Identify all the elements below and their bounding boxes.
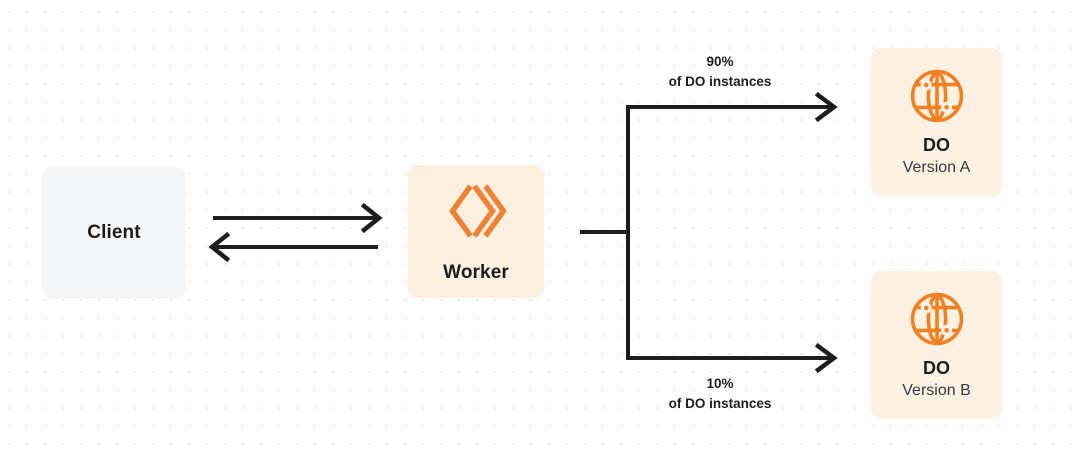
node-worker-label: Worker: [443, 261, 509, 283]
node-client[interactable]: Client: [42, 167, 186, 299]
edge-label-do-b-caption: of DO instances: [668, 395, 772, 411]
edge-label-do-b: 10% of DO instances: [614, 374, 826, 413]
edge-label-do-a: 90% of DO instances: [614, 52, 826, 91]
durable-object-globe-icon: [908, 290, 966, 348]
node-do-b-sublabel: Version B: [902, 382, 971, 400]
edge-client-to-worker: [213, 202, 383, 234]
node-do-a-label: DO: [923, 134, 950, 155]
node-client-label: Client: [87, 221, 141, 243]
durable-object-globe-icon: [908, 67, 966, 125]
edge-worker-to-do-b: [626, 342, 838, 374]
edge-worker-to-do-a: [626, 91, 838, 123]
cloudflare-workers-logo-icon: [444, 179, 508, 248]
edge-worker-to-client: [208, 231, 378, 263]
edge-label-do-a-caption: of DO instances: [668, 73, 772, 89]
node-do-version-a[interactable]: DO Version A: [871, 48, 1002, 196]
node-do-version-b[interactable]: DO Version B: [871, 271, 1002, 419]
node-worker[interactable]: Worker: [408, 165, 544, 298]
edge-label-do-b-percent: 10%: [706, 376, 734, 391]
node-do-a-sublabel: Version A: [902, 159, 971, 177]
node-do-b-label: DO: [923, 357, 950, 378]
edge-label-do-a-percent: 90%: [706, 54, 734, 69]
